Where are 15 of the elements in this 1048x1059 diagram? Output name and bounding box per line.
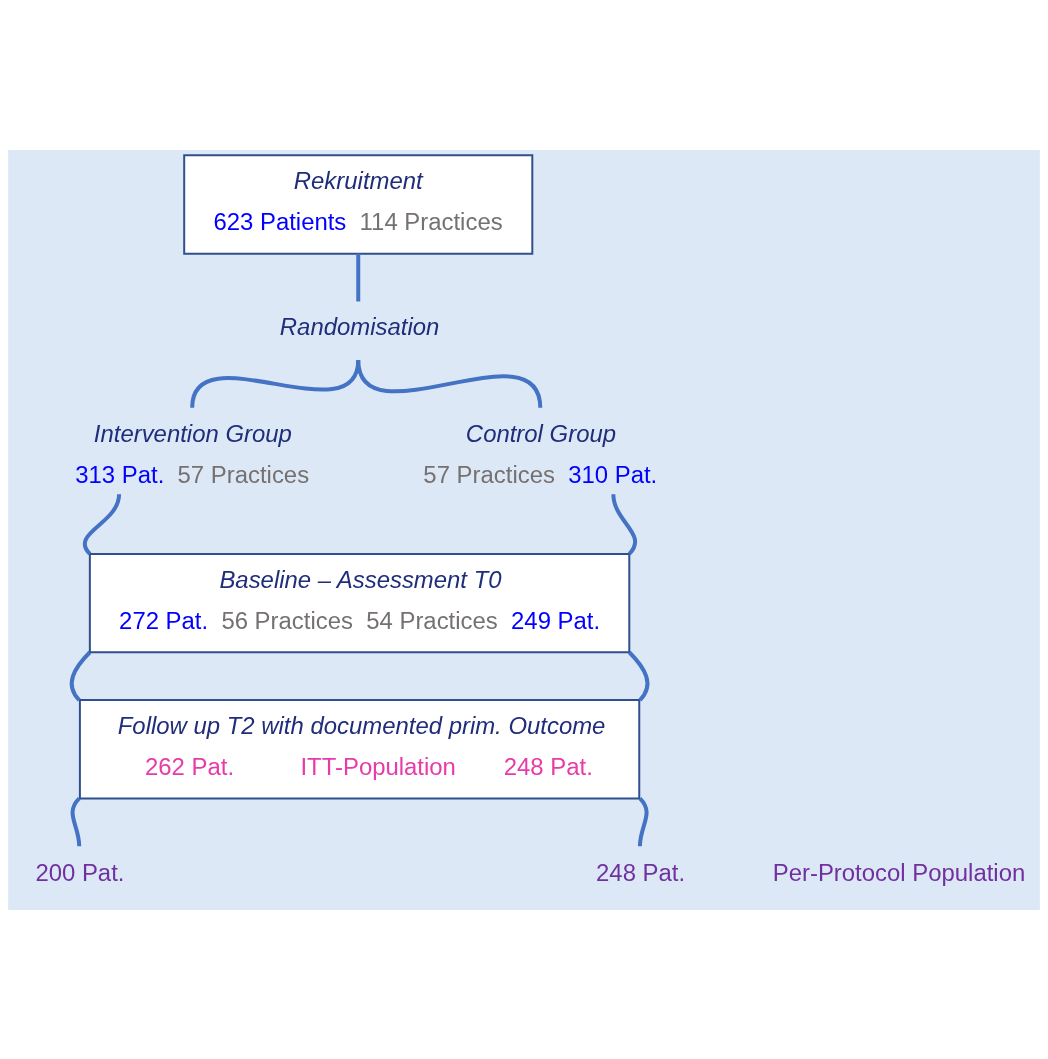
connector — [627, 650, 650, 701]
connector — [637, 796, 649, 846]
connector — [69, 650, 92, 701]
node-text: 248 Pat. — [596, 858, 686, 886]
node-text: Control Group 57 Practices 310 Pat. — [423, 419, 658, 488]
node-text: Intervention Group 313 Pat. 57 Practices — [75, 419, 310, 488]
node-text: Randomisation — [279, 312, 440, 340]
node-box: Rekruitment 623 Patients 114 Practices — [183, 153, 534, 255]
node-box: Baseline – Assessment T0 272 Pat. 56 Practices 54 Practices 249 Pat. — [88, 552, 631, 653]
connector — [356, 253, 361, 301]
node-box: Follow up T2 with documented prim. Outcome 262 Pat. ITT-Population 248 Pat. — [78, 698, 641, 799]
connector — [70, 796, 82, 846]
node-text: 200 Pat. — [35, 858, 125, 886]
label: Per-Protocol Population — [772, 858, 1026, 886]
connector — [356, 359, 543, 408]
